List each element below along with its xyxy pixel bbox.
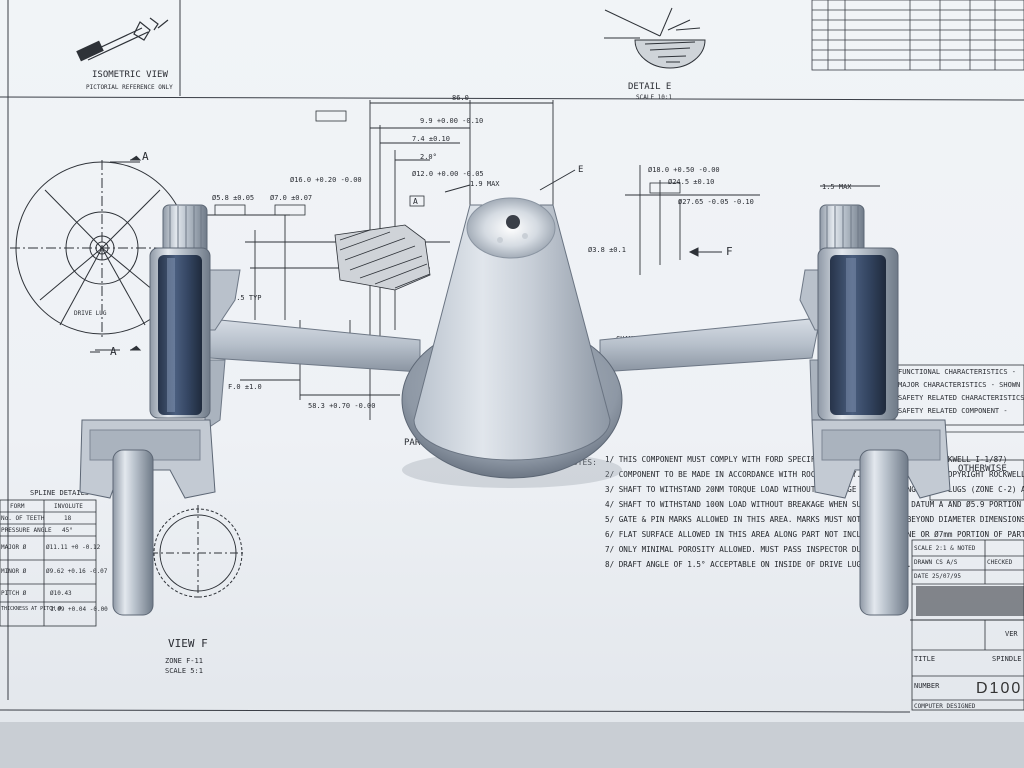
dim-2-deg: 2.0°: [420, 153, 437, 161]
dim-0-5-typ: 0.5 TYP: [232, 294, 262, 302]
spline-header-form: FORM: [10, 503, 25, 510]
spline-row-label: PITCH Ø: [1, 590, 27, 597]
dim-dia-3-8: Ø3.8 ±0.1: [588, 246, 626, 254]
spline-table-title: SPLINE DETAILS: [30, 489, 90, 497]
spline-row-label: THICKNESS AT PITCH Ø: [1, 606, 62, 612]
otherwise-label: OTHERWISE: [958, 464, 1007, 474]
note-item: 7/ ONLY MINIMAL POROSITY ALLOWED. MUST P…: [605, 545, 903, 554]
spline-row-label: No. OF TEETH: [1, 515, 45, 522]
characteristics-line: FUNCTIONAL CHARACTERISTICS -: [898, 368, 1017, 376]
characteristics-line: SAFETY RELATED CHARACTERISTICS: [898, 394, 1024, 402]
view-arrow-f: F: [726, 245, 733, 258]
view-f-scale: SCALE 5:1: [165, 667, 203, 675]
drawing-number: D100: [976, 680, 1023, 697]
dim-dia-16: Ø16.0 +0.20 -0.00: [290, 176, 362, 184]
note-item: 1/ THIS COMPONENT MUST COMPLY WITH FORD …: [605, 455, 1008, 464]
dim-dia-24-5: Ø24.5 ±0.10: [668, 178, 715, 186]
view-f-zone: ZONE F-11: [165, 657, 203, 665]
section-label: PART: [404, 438, 426, 448]
dim-dia-27-65: Ø27.65 -0.05 -0.10: [678, 198, 754, 206]
detail-callout-e: E: [578, 165, 584, 175]
dim-7-4: 7.4 ±0.10: [412, 135, 450, 143]
dim-dia-7: Ø7.0 ±0.07: [270, 194, 313, 202]
view-f-title: VIEW F: [168, 637, 208, 650]
note-item: 4/ SHAFT TO WITHSTAND 100N LOAD WITHOUT …: [605, 500, 1024, 509]
spline-row-value: 45°: [62, 527, 73, 534]
title-value: SPINDLE: [992, 655, 1022, 663]
dim-overall-length: 86.0: [452, 94, 469, 102]
datum-a-box: A: [413, 197, 418, 206]
dim-dia-5-8: Ø5.8 ±0.05: [212, 194, 255, 202]
spline-row-value: 1.09 +0.04 -0.00: [50, 606, 108, 613]
drive-lug-label: DRIVE LUG: [74, 310, 107, 317]
characteristics-line: SAFETY RELATED COMPONENT -: [898, 407, 1008, 415]
drawn-row: DRAWN CS A/S: [914, 559, 958, 566]
detail-e-title: DETAIL E: [628, 82, 672, 92]
scale-row: SCALE 2:1 & NOTED: [914, 545, 976, 552]
spline-row-label: MAJOR Ø: [1, 544, 27, 551]
spline-row-value: 18: [64, 515, 72, 522]
dim-f-0: F.0 ±1.0: [228, 383, 262, 391]
spline-header-involute: INVOLUTE: [54, 503, 83, 510]
dim-dia-18: Ø18.0 +0.50 -0.00: [648, 166, 720, 174]
version-label: VER: [1005, 630, 1018, 638]
checked-row: CHECKED: [987, 559, 1013, 566]
date-row: DATE 25/07/95: [914, 573, 961, 580]
number-label: NUMBER: [914, 682, 940, 690]
dim-1-5-max: 1.5 MAX: [822, 183, 852, 191]
section-arrow-a-bottom: A: [110, 345, 117, 358]
note-item: 5/ GATE & PIN MARKS ALLOWED IN THIS AREA…: [605, 515, 1024, 524]
notes-header: NOTES:: [568, 458, 597, 467]
isometric-view-subtitle: PICTORIAL REFERENCE ONLY: [86, 84, 173, 91]
detail-e-scale: SCALE 10:1: [636, 94, 673, 101]
isometric-view-title: ISOMETRIC VIEW: [92, 70, 168, 80]
dim-58-3: 58.3 +0.70 -0.00: [308, 402, 376, 410]
note-item: 8/ DRAFT ANGLE OF 1.5° ACCEPTABLE ON INS…: [605, 560, 912, 569]
spline-row-label: PRESSURE ANGLE: [1, 527, 52, 534]
characteristics-line: MAJOR CHARACTERISTICS - SHOWN: [898, 381, 1021, 389]
dim-9-9: 9.9 +0.00 -0.10: [420, 117, 484, 125]
section-arrow-a-top: A: [142, 150, 149, 163]
spline-row-value: Ø11.11 +0 -0.12: [46, 544, 101, 551]
spline-row-value: Ø9.62 +0.16 -0.07: [46, 568, 108, 575]
spline-row-value: Ø10.43: [50, 590, 72, 597]
title-label: TITLE: [914, 655, 936, 663]
computer-designed-label: COMPUTER DESIGNED: [914, 703, 976, 710]
note-item: 6/ FLAT SURFACE ALLOWED IN THIS AREA ALO…: [605, 530, 1024, 539]
spline-row-label: MINOR Ø: [1, 568, 27, 575]
dim-dia-12: Ø12.0 +0.00 -0.05: [412, 170, 484, 178]
dim-1-9-max: 1.9 MAX: [470, 180, 500, 188]
